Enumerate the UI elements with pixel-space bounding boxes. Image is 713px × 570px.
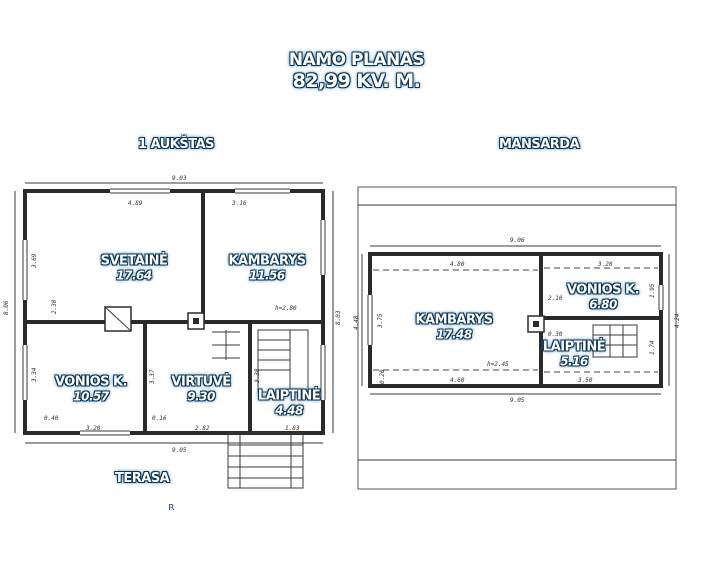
dim-label: 3.34 bbox=[31, 367, 38, 383]
plan-title: NAMO PLANAS 82,99 KV. M. bbox=[0, 50, 713, 92]
pen-mark: ʀ bbox=[168, 500, 175, 513]
dim-label: 3.38 bbox=[254, 368, 261, 384]
dim-label: h=2.45 bbox=[487, 361, 509, 368]
room-vonios-ground: VONIOS K. 10.57 bbox=[54, 374, 128, 404]
terrace-steps bbox=[227, 432, 304, 489]
dim-label: 0.30 bbox=[548, 331, 563, 338]
room-vonios-attic: VONIOS K. 6.80 bbox=[566, 282, 640, 312]
ground-outer-wall bbox=[23, 189, 325, 435]
dim-label: 2.10 bbox=[548, 295, 563, 302]
room-area: 9.30 bbox=[187, 389, 215, 404]
attic-floor-label: MANSARDA bbox=[499, 137, 580, 152]
dim-label: 3.50 bbox=[577, 377, 593, 384]
room-area: 10.57 bbox=[73, 389, 109, 404]
room-name: VIRTUVĖ bbox=[171, 374, 231, 390]
chimney bbox=[104, 306, 132, 332]
room-name: VONIOS K. bbox=[54, 374, 128, 390]
room-kambarys-attic: KAMBARYS 17.48 bbox=[415, 312, 493, 342]
chimney bbox=[533, 321, 539, 327]
dim-label: 2.82 bbox=[195, 425, 210, 432]
plan-title-area: 82,99 KV. M. bbox=[292, 70, 421, 92]
dim-label: 0.16 bbox=[152, 415, 167, 422]
room-name: VONIOS K. bbox=[566, 282, 640, 298]
dim-label: 9.05 bbox=[172, 447, 187, 454]
room-virtuve: VIRTUVĖ 9.30 bbox=[171, 374, 231, 404]
dim-label: 4.80 bbox=[450, 261, 465, 268]
dim-label: 9.06 bbox=[510, 237, 525, 244]
room-name: SVETAINĖ bbox=[100, 253, 168, 269]
room-name: LAIPTINĖ bbox=[257, 388, 321, 404]
dim-label: 3.69 bbox=[31, 253, 38, 269]
dim-label: 1.95 bbox=[649, 283, 656, 298]
dim-label: 2.30 bbox=[51, 299, 58, 314]
dim-label: 8.06 bbox=[3, 300, 10, 315]
room-name: KAMBARYS bbox=[415, 312, 493, 328]
room-laiptine-attic: LAIPTINĖ 5.16 bbox=[542, 339, 606, 369]
room-kambarys-ground: KAMBARYS 11.56 bbox=[228, 253, 306, 283]
dim-label: 4.48 bbox=[353, 315, 360, 330]
stove bbox=[193, 318, 199, 324]
dim-label: 0.40 bbox=[44, 415, 59, 422]
room-area: 6.80 bbox=[589, 297, 617, 312]
attic-plan: 9.06 9.05 4.80 3.20 4.60 3.50 4.48 3.75 … bbox=[353, 186, 681, 490]
ground-floor-plan: 9.03 9.05 4.89 3.16 8.06 8.03 3.69 2.30 … bbox=[3, 175, 342, 489]
ground-stairs bbox=[212, 329, 309, 393]
room-svetaine: SVETAINĖ 17.64 bbox=[101, 254, 168, 283]
room-area: 11.56 bbox=[249, 268, 285, 283]
room-area: 5.16 bbox=[560, 354, 588, 369]
dim-label: 3.16 bbox=[231, 200, 247, 207]
room-name: KAMBARYS bbox=[228, 253, 306, 269]
dim-label: 4.24 bbox=[674, 313, 681, 328]
dim-label: 3.20 bbox=[85, 425, 101, 432]
dim-label: 4.89 bbox=[128, 200, 143, 207]
dim-label: 0.20 bbox=[379, 369, 386, 384]
dim-label: 3.37 bbox=[149, 369, 156, 385]
room-laiptine-ground: LAIPTINĖ 4.48 bbox=[257, 388, 321, 418]
room-name: LAIPTINĖ bbox=[542, 339, 606, 355]
room-area: 17.48 bbox=[436, 327, 472, 342]
dim-label: 9.03 bbox=[172, 175, 187, 182]
dim-label: h=2.80 bbox=[275, 305, 297, 312]
attic-roof-outline bbox=[357, 186, 677, 490]
dim-label: 3.75 bbox=[377, 313, 384, 329]
dim-label: 4.60 bbox=[450, 377, 465, 384]
dim-label: 9.05 bbox=[510, 397, 525, 404]
room-area: 17.64 bbox=[116, 268, 152, 283]
dim-label: 1.83 bbox=[285, 425, 300, 432]
dim-label: 3.20 bbox=[597, 261, 613, 268]
ground-floor-label: 1 AUKŠTAS bbox=[138, 137, 215, 152]
dim-label: 1.74 bbox=[649, 340, 656, 355]
terrace-label: TERASA bbox=[115, 471, 170, 486]
plan-title-name: NAMO PLANAS bbox=[288, 50, 425, 70]
dim-label: 8.03 bbox=[335, 310, 342, 325]
room-area: 4.48 bbox=[275, 403, 303, 418]
attic-stairs bbox=[592, 324, 638, 358]
